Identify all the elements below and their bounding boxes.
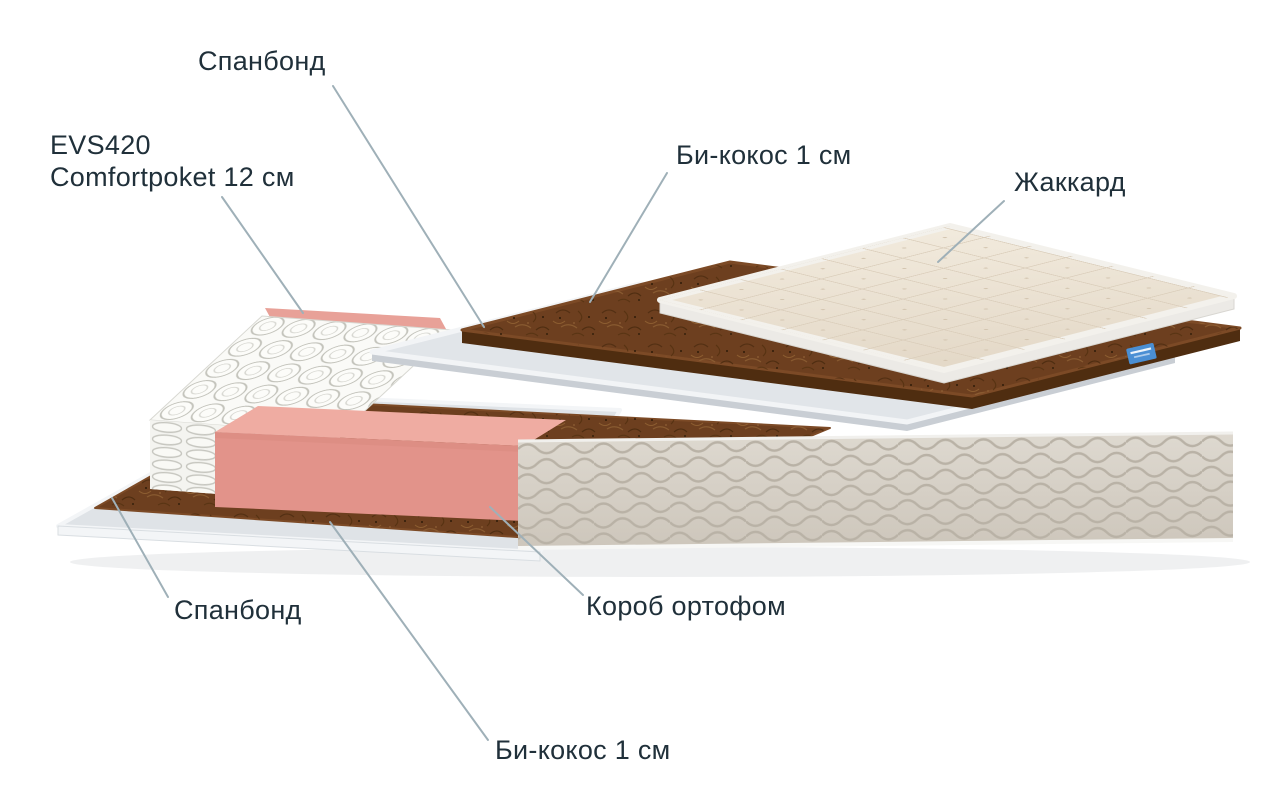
leader-bicocos-bottom bbox=[329, 521, 489, 741]
leader-korob bbox=[489, 506, 584, 596]
label-jacquard: Жаккард bbox=[1014, 167, 1126, 197]
leader-spunbond-top bbox=[332, 85, 485, 328]
label-spunbond-bottom: Спанбонд bbox=[174, 595, 302, 625]
leader-jacquard bbox=[937, 200, 1005, 263]
leader-spunbond-bottom bbox=[111, 497, 169, 598]
label-evs420-line2: Comfortpoket 12 см bbox=[50, 162, 295, 193]
leader-lines bbox=[111, 85, 1005, 741]
brand-tag bbox=[1126, 343, 1157, 365]
leader-bicocos-top bbox=[589, 172, 668, 303]
mattress-side-quilted bbox=[517, 431, 1234, 550]
label-spunbond-top: Спанбонд bbox=[198, 46, 326, 76]
label-evs420-line1: EVS420 bbox=[50, 130, 151, 160]
foam-box bbox=[215, 406, 566, 521]
leader-evs420 bbox=[221, 196, 304, 314]
label-bicocos-top: Би-кокос 1 см bbox=[676, 140, 852, 170]
jacquard-cover bbox=[657, 223, 1237, 384]
label-bicocos-bottom: Би-кокос 1 см bbox=[495, 735, 671, 765]
floor-shadow bbox=[70, 547, 1250, 577]
label-evs420: EVS420 Comfortpoket 12 см bbox=[50, 129, 295, 194]
label-korob-ortofoam: Короб ортофом bbox=[586, 591, 786, 621]
